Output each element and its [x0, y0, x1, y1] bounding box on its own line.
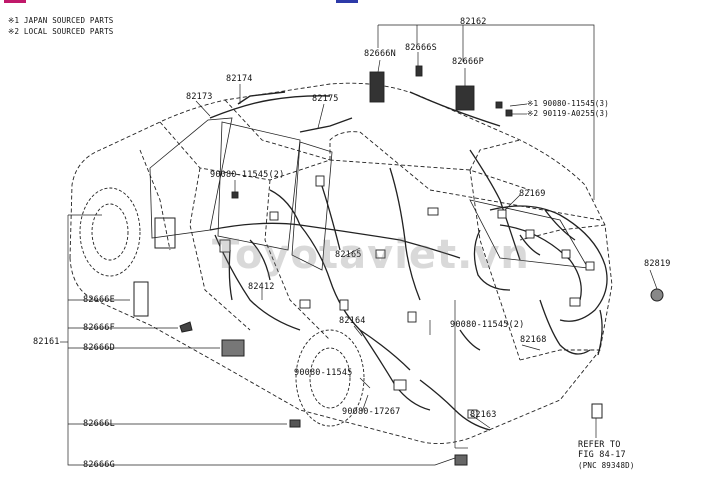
part-label-82165: 82165 — [335, 250, 362, 260]
rear-wheel — [295, 329, 365, 427]
part-label-82174: 82174 — [226, 74, 253, 84]
part-label-82666F: 82666F — [83, 323, 115, 333]
part-label-clip-c: 90080-11545 — [294, 368, 353, 378]
part-label-82666S: 82666S — [405, 43, 437, 53]
refer-line-2: FIG 84-17 — [578, 450, 626, 460]
harness-connectors — [219, 175, 595, 419]
roof-harness — [209, 91, 501, 133]
side-parts — [133, 217, 664, 466]
part-label-82666L: 82666L — [83, 419, 115, 429]
part-label-82666D: 82666D — [83, 343, 115, 353]
part-label-82164: 82164 — [339, 316, 366, 326]
part-label-82412: 82412 — [248, 282, 275, 292]
part-label-82819: 82819 — [644, 259, 671, 269]
pink-marker — [4, 0, 26, 3]
part-label-82161: 82161 — [33, 337, 60, 347]
roof-parts — [231, 65, 513, 199]
part-label-82173: 82173 — [186, 92, 213, 102]
part-label-82162: 82162 — [460, 17, 487, 27]
part-label-82169: 82169 — [519, 189, 546, 199]
part-label-82666N: 82666N — [364, 49, 396, 59]
part-label-82666P: 82666P — [452, 57, 484, 67]
part-label-82163: 82163 — [470, 410, 497, 420]
refer-line-3: (PNC 89348D) — [578, 461, 635, 470]
part-label-82175: 82175 — [312, 94, 339, 104]
front-wheel — [79, 187, 141, 277]
leader-lines — [60, 24, 658, 466]
part-label-82666E: 82666E — [83, 295, 115, 305]
part-label-clip-b: 90080-11545(2) — [450, 320, 525, 330]
watermark: Toyotaviet.vn — [212, 232, 530, 278]
part-label-bolt-japan: ※1 90080-11545(3) — [527, 99, 609, 108]
body-harness — [209, 149, 608, 431]
note-local-sourced: ※2 LOCAL SOURCED PARTS — [8, 27, 114, 36]
blue-marker — [336, 0, 358, 3]
note-japan-sourced: ※1 JAPAN SOURCED PARTS — [8, 16, 114, 25]
refer-line-1: REFER TO — [578, 440, 621, 450]
part-label-clip-a: 90080-11545(2) — [210, 170, 285, 180]
part-label-bolt-local: ※2 90119-A0255(3) — [527, 109, 609, 118]
part-label-82168: 82168 — [520, 335, 547, 345]
part-label-clip-d: 90080-17267 — [342, 407, 401, 417]
part-label-82666G: 82666G — [83, 460, 115, 470]
